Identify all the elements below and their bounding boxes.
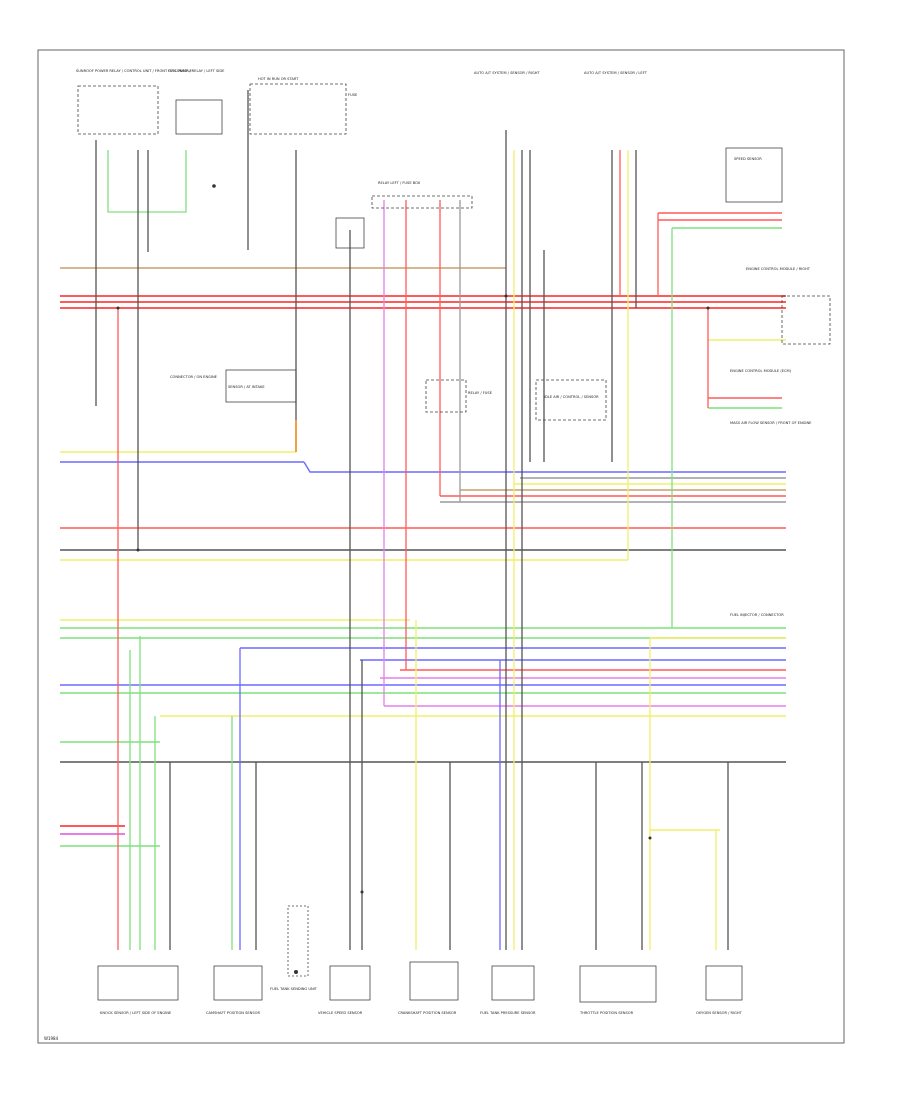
- bottom-labels: KNOCK SENSOR / LEFT SIDE OF ENGINE CAMSH…: [100, 987, 743, 1015]
- component-labels: SUNROOF POWER RELAY / CONTROL UNIT / FRO…: [76, 69, 812, 617]
- component-box-m3: [425, 379, 467, 413]
- component-box-b7: [579, 965, 657, 1003]
- label-right-0: ENGINE CONTROL MODULE (ECM): [730, 369, 792, 373]
- label-c5: RELAY LEFT / FUSE BOX: [378, 181, 421, 185]
- label-c7: AUTO A/T SYSTEM / SENSOR / LEFT: [584, 71, 648, 75]
- label-c2: FUEL PUMP / RELAY / LEFT SIDE: [168, 69, 225, 73]
- label-c1: SUNROOF POWER RELAY / CONTROL UNIT / FRO…: [76, 69, 193, 73]
- label-c4: FUSE: [348, 93, 358, 97]
- component-box-b5: [409, 961, 459, 1001]
- wire-h-blue-1b: [303, 461, 786, 473]
- component-box-c3: [249, 83, 347, 135]
- footer-code: W1984: [44, 1036, 59, 1041]
- splice-dot: [294, 970, 298, 974]
- component-box-c1: [77, 85, 159, 135]
- component-box-m1: [225, 369, 297, 403]
- component-box-m4: [535, 379, 607, 421]
- bottom-components: [97, 905, 743, 1003]
- vertical-wires: [95, 90, 729, 950]
- splice-dot: [706, 306, 710, 310]
- label-c8: SPEED SENSOR: [734, 157, 762, 161]
- wire-v-green-top: [107, 150, 187, 213]
- label-c6: AUTO A/T SYSTEM / SENSOR / RIGHT: [474, 71, 540, 75]
- label-b3: FUEL TANK SENDING UNIT: [270, 987, 318, 991]
- component-box-b3: [287, 905, 309, 977]
- component-box-b8: [705, 965, 743, 1001]
- label-m1: CONNECTOR / ON ENGINE: [170, 375, 218, 379]
- component-box-c9: [781, 295, 831, 345]
- component-box-c4: [335, 217, 365, 249]
- label-b4: VEHICLE SPEED SENSOR: [318, 1011, 363, 1015]
- component-box-b6: [491, 965, 535, 1001]
- component-box-c5: [371, 195, 473, 209]
- label-b6: FUEL TANK PRESSURE SENSOR: [480, 1011, 536, 1015]
- splice-dot: [136, 548, 140, 552]
- component-box-b1: [97, 965, 179, 1001]
- label-m3: RELAY / FUSE: [468, 391, 493, 395]
- label-m4: IDLE AIR / CONTROL / SENSOR: [544, 395, 599, 399]
- top-components: [77, 83, 831, 421]
- diagram-frame: [37, 49, 845, 1044]
- component-box-b4: [329, 965, 371, 1001]
- splice-dots: [116, 184, 710, 974]
- horizontal-wires: [60, 212, 786, 847]
- component-box-b2: [213, 965, 263, 1001]
- label-b8: OXYGEN SENSOR / RIGHT: [696, 1011, 743, 1015]
- splice-dot: [504, 294, 508, 298]
- component-box-c8: [725, 147, 783, 203]
- splice-dot: [360, 890, 364, 894]
- splice-dot: [116, 306, 120, 310]
- label-b1: KNOCK SENSOR / LEFT SIDE OF ENGINE: [100, 1011, 172, 1015]
- splice-dot: [212, 184, 216, 188]
- component-box-c2: [175, 99, 223, 135]
- label-b5: CRANKSHAFT POSITION SENSOR: [398, 1011, 457, 1015]
- label-m2: SENSOR / AT INTAKE: [228, 385, 265, 389]
- label-b2: CAMSHAFT POSITION SENSOR: [206, 1011, 260, 1015]
- label-c3: HOT IN RUN OR START: [258, 77, 299, 81]
- label-right-2: FUEL INJECTOR / CONNECTOR: [730, 613, 784, 617]
- splice-dot: [648, 836, 652, 840]
- label-right-1: MASS AIR FLOW SENSOR / FRONT OF ENGINE: [730, 421, 812, 425]
- label-c9: ENGINE CONTROL MODULE / RIGHT: [746, 267, 811, 271]
- label-b7: THROTTLE POSITION SENSOR: [579, 1011, 634, 1015]
